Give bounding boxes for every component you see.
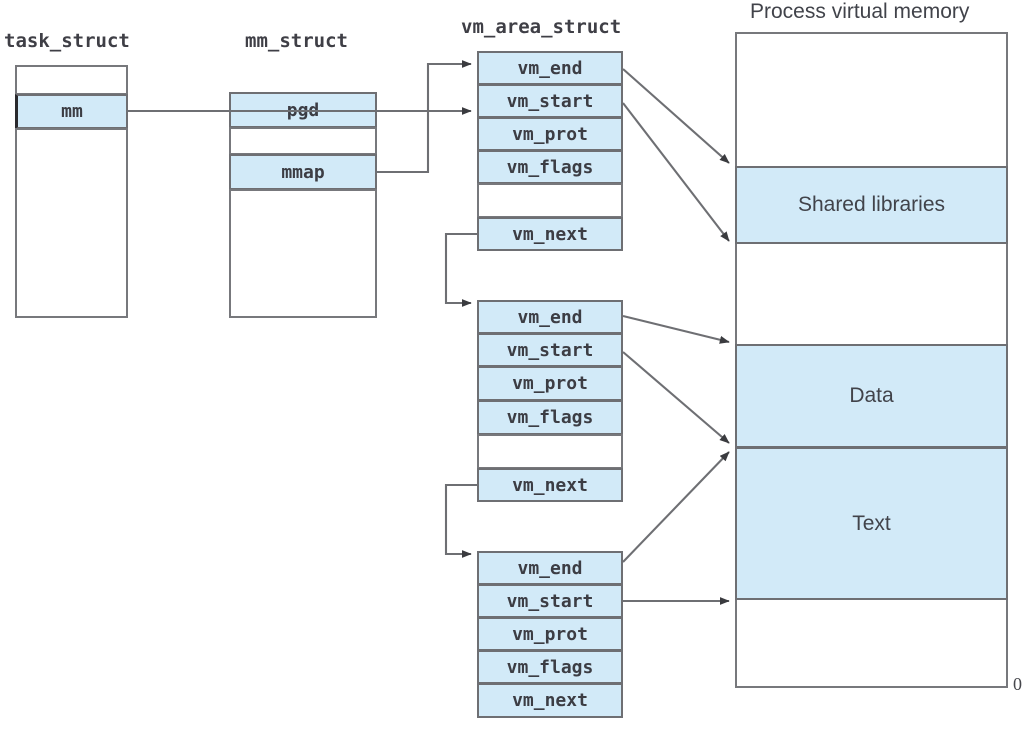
memory-region-text: Text: [735, 447, 1008, 600]
mm-struct-field-3: [229, 189, 377, 318]
memory-region-shared-libraries: Shared libraries: [735, 166, 1008, 244]
vm-area-struct-3-field-vm-next: vm_next: [477, 683, 623, 718]
mm-struct-label: mm_struct: [245, 30, 348, 52]
connector-vma2-vmstart-to-data: [622, 351, 730, 444]
vm-area-struct-1-field-vm-end: vm_end: [477, 51, 623, 85]
memory-bottom-label-zero: 0: [1013, 674, 1022, 694]
vm-area-struct-3-field-vm-flags: vm_flags: [477, 650, 623, 684]
task-struct-label: task_struct: [4, 30, 130, 52]
vm-area-struct-label: vm_area_struct: [461, 16, 622, 38]
mm-struct-field-mmap: mmap: [229, 154, 377, 190]
vm-area-struct-1-field-vm-next: vm_next: [477, 217, 623, 251]
task-struct-field-mm: mm: [15, 94, 128, 129]
vm-area-struct-2-field-vm-end: vm_end: [477, 300, 623, 334]
vm-area-struct-1-field-vm-start: vm_start: [477, 84, 623, 118]
vm-area-struct-1-field-empty: [477, 183, 623, 218]
vm-area-struct-2-field-vm-flags: vm_flags: [477, 400, 623, 435]
vm-area-struct-2-field-vm-prot: vm_prot: [477, 366, 623, 401]
memory-region-data: Data: [735, 344, 1008, 448]
connector-mmap-to-vma1: [377, 60, 472, 174]
connector-vma1-next-to-vma2: [444, 232, 477, 307]
vm-area-struct-3-field-vm-start: vm_start: [477, 584, 623, 618]
vm-area-struct-1-field-vm-flags: vm_flags: [477, 150, 623, 184]
task-struct-field-2: [15, 128, 128, 318]
vm-area-struct-2-field-vm-start: vm_start: [477, 333, 623, 367]
task-struct-field-0: [15, 65, 128, 95]
vm-area-struct-3-field-vm-end: vm_end: [477, 551, 623, 585]
connector-vma2-next-to-vma3: [444, 483, 477, 558]
connector-vma1-vmend-to-shared-libraries: [622, 68, 730, 164]
vm-area-struct-2-field-vm-next: vm_next: [477, 468, 623, 502]
vm-area-struct-2-field-empty: [477, 434, 623, 469]
connector-vma2-vmend-to-data: [622, 314, 730, 344]
vm-area-struct-3-field-vm-prot: vm_prot: [477, 617, 623, 651]
mm-struct-field-1: [229, 127, 377, 155]
connector-vma3-vmend-to-text: [622, 451, 730, 563]
process-virtual-memory-title: Process virtual memory: [750, 0, 970, 23]
mm-struct-field-pgd: pgd: [229, 92, 377, 128]
connector-vma1-vmstart-to-shared-libraries: [622, 102, 730, 242]
vm-area-struct-1-field-vm-prot: vm_prot: [477, 117, 623, 151]
